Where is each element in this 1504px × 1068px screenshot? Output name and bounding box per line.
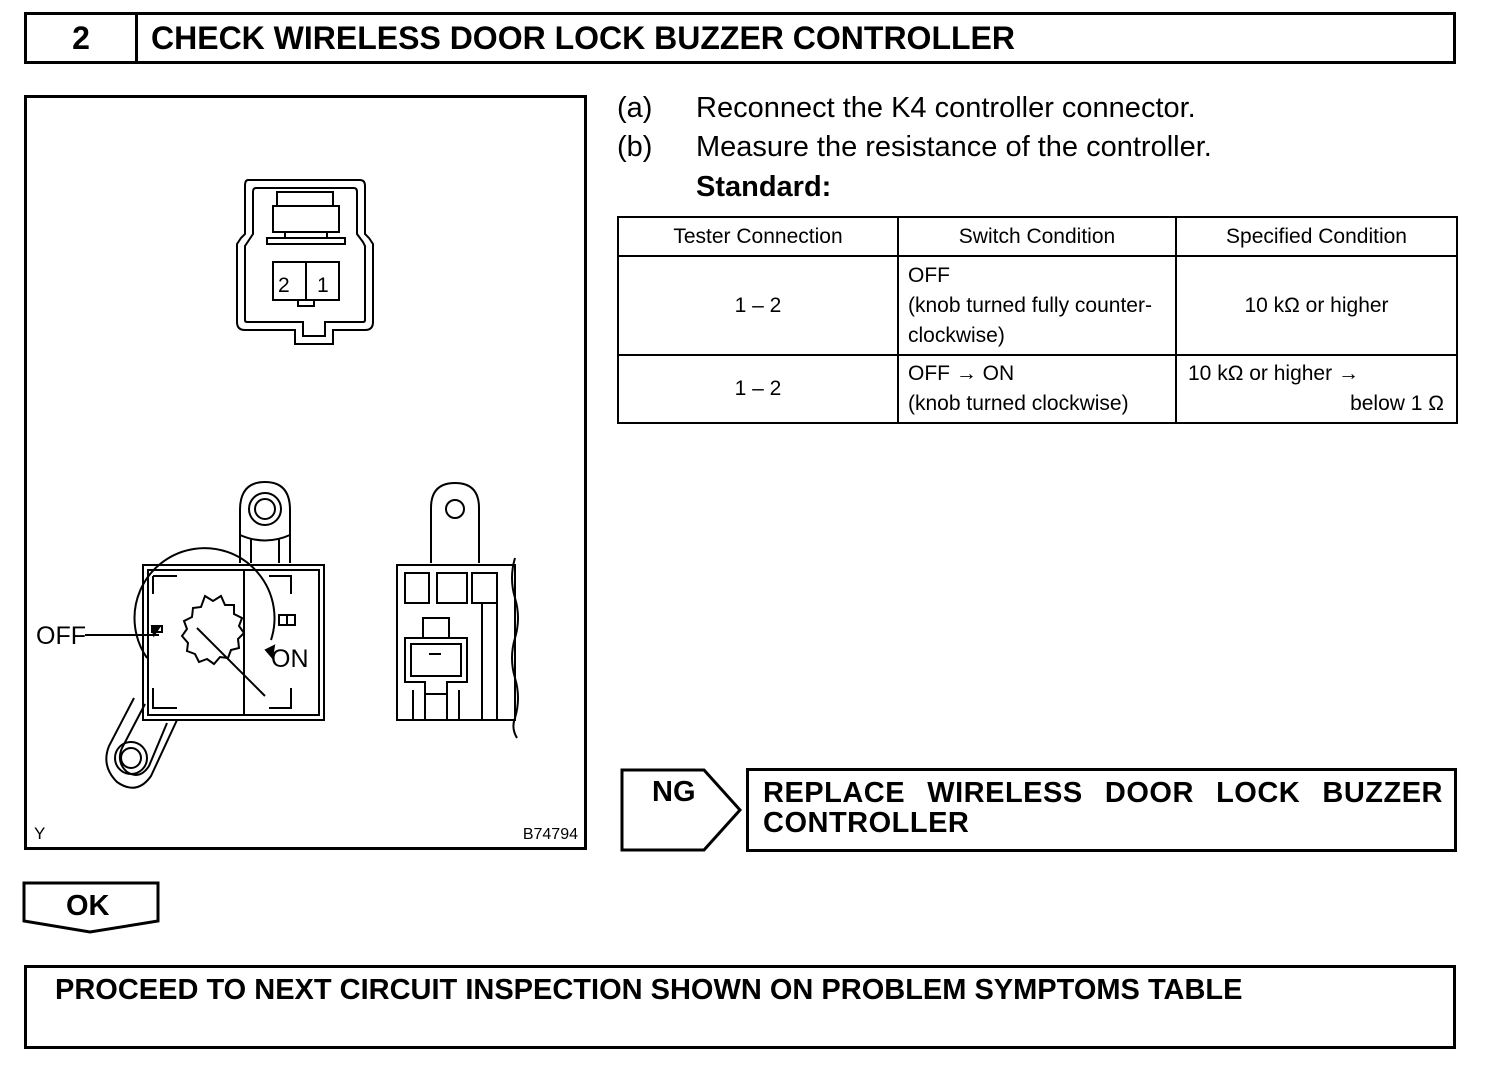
tester-cell: 1 – 2 xyxy=(617,354,899,424)
controller-drawing: 2 1 OFF ON Y B74794 xyxy=(34,179,578,843)
standard-label: Standard: xyxy=(696,171,832,203)
controller-illustration: 2 1 OFF ON Y B74794 xyxy=(24,95,587,850)
ok-action-text: PROCEED TO NEXT CIRCUIT INSPECTION SHOWN… xyxy=(55,974,1243,1006)
table-row: 1 – 2 OFF (knob turned fully counter- cl… xyxy=(617,255,1458,356)
connector-front-view xyxy=(236,179,374,345)
spec-line: 10 kΩ or higher → xyxy=(1188,362,1359,385)
step-b: (b) Measure the resistance of the contro… xyxy=(617,131,1317,167)
controller-body-right xyxy=(396,481,519,739)
spec-table: Tester Connection Switch Condition Speci… xyxy=(617,216,1458,424)
off-label: OFF xyxy=(36,622,86,650)
header-switch-condition: Switch Condition xyxy=(897,216,1177,257)
pin-2-label: 2 xyxy=(278,274,290,297)
switch-line: (knob turned fully counter- xyxy=(908,293,1152,317)
switch-line: OFF xyxy=(908,263,950,287)
controller-body-left xyxy=(85,480,325,789)
switch-cell: OFF (knob turned fully counter- clockwis… xyxy=(897,255,1177,356)
tester-cell: 1 – 2 xyxy=(617,255,899,356)
ng-action-text: REPLACE WIRELESS DOOR LOCK BUZZER CONTRO… xyxy=(763,777,1443,839)
on-label: ON xyxy=(271,645,309,673)
step-a-letter: (a) xyxy=(617,92,653,124)
step-b-text: Measure the resistance of the controller… xyxy=(696,131,1212,163)
corner-code: Y xyxy=(34,824,45,843)
step-header: 2 CHECK WIRELESS DOOR LOCK BUZZER CONTRO… xyxy=(24,12,1456,64)
step-a-text: Reconnect the K4 controller connector. xyxy=(696,92,1196,124)
spec-cell: 10 kΩ or higher → below 1 Ω xyxy=(1175,354,1458,424)
figure-id: B74794 xyxy=(523,826,578,843)
ok-arrow-icon xyxy=(22,881,160,934)
ng-action-box: REPLACE WIRELESS DOOR LOCK BUZZER CONTRO… xyxy=(746,768,1457,852)
header-specified-condition: Specified Condition xyxy=(1175,216,1458,257)
step-title: CHECK WIRELESS DOOR LOCK BUZZER CONTROLL… xyxy=(151,20,1015,56)
ng-label: NG xyxy=(652,776,696,808)
ok-label: OK xyxy=(66,890,110,922)
ng-arrow-icon xyxy=(620,768,743,852)
table-row: 1 – 2 OFF → ON (knob turned clockwise) 1… xyxy=(617,354,1458,424)
step-number: 2 xyxy=(27,15,138,61)
ok-action-box: PROCEED TO NEXT CIRCUIT INSPECTION SHOWN… xyxy=(24,965,1456,1049)
step-b-letter: (b) xyxy=(617,131,653,163)
spec-cell: 10 kΩ or higher xyxy=(1175,255,1458,356)
switch-line: (knob turned clockwise) xyxy=(908,392,1129,415)
spec-line: below 1 Ω xyxy=(1350,392,1444,415)
header-tester-connection: Tester Connection xyxy=(617,216,899,257)
step-a: (a) Reconnect the K4 controller connecto… xyxy=(617,92,1317,128)
table-header-row: Tester Connection Switch Condition Speci… xyxy=(617,216,1458,257)
switch-line: OFF → ON xyxy=(908,362,1015,385)
switch-cell: OFF → ON (knob turned clockwise) xyxy=(897,354,1177,424)
switch-line: clockwise) xyxy=(908,323,1005,347)
pin-1-label: 1 xyxy=(317,274,329,297)
